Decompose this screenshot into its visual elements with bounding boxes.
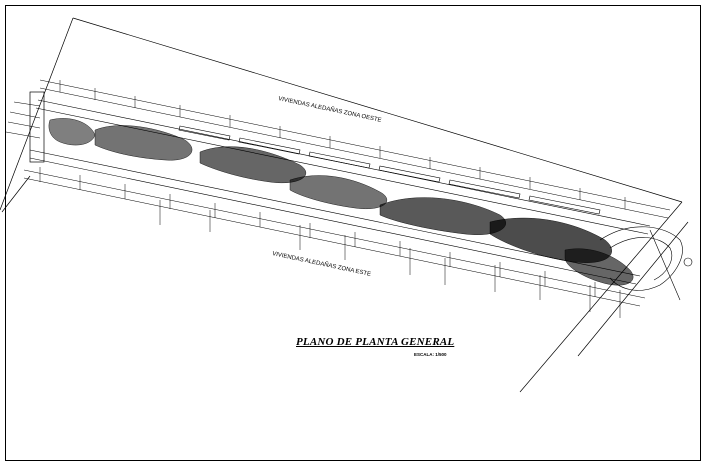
construction-lines [0, 17, 689, 393]
end-plaza [599, 226, 693, 301]
drawing-scale: ESCALA: 1/500 [414, 352, 447, 357]
landscape-masses [48, 118, 634, 286]
callout-leaders [159, 200, 621, 318]
site-strip [5, 79, 671, 307]
title-block: PLANO DE PLANTA GENERAL ESCALA: 1/500 [296, 336, 496, 357]
zone-east-label: VIVIENDAS ALEDAÑAS ZONA ESTE [272, 250, 372, 278]
drawing-title: PLANO DE PLANTA GENERAL [296, 336, 455, 348]
zone-west-label: VIVIENDAS ALEDAÑAS ZONA OESTE [278, 95, 383, 124]
